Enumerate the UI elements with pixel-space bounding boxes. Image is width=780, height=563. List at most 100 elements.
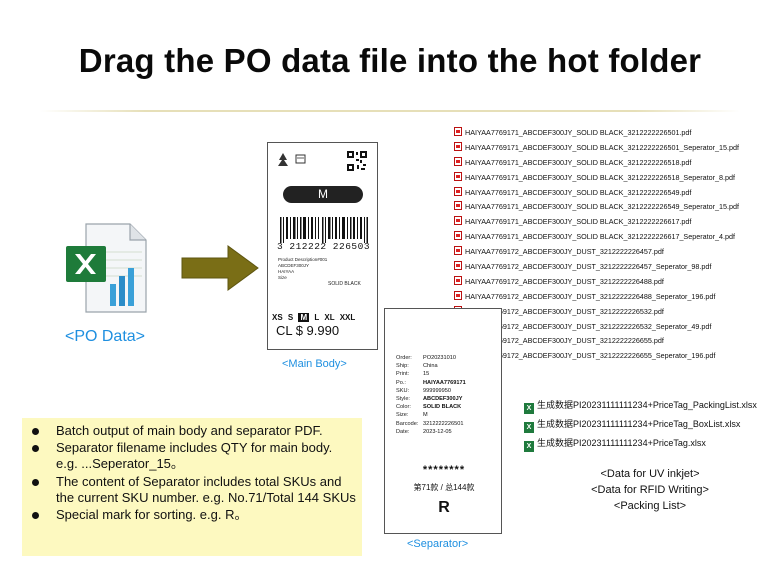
field-key: Print:: [396, 371, 410, 378]
separator-field: Barcode:3212222226501: [396, 420, 466, 428]
size-option: XL: [324, 313, 335, 322]
field-key: Style:: [396, 396, 410, 403]
separator-field: SKU: 999999950: [396, 387, 466, 395]
file-row[interactable]: HAIYAA7769171_ABCDEF300JY_SOLID BLACK_32…: [454, 126, 772, 141]
file-row[interactable]: HAIYAA7769171_ABCDEF300JY_SOLID BLACK_32…: [454, 171, 772, 186]
field-value: 3212222226501: [423, 420, 464, 427]
file-row[interactable]: HAIYAA7769172_ABCDEF300JY_DUST_321222222…: [454, 290, 772, 305]
excel-file-icon[interactable]: [64, 222, 148, 314]
file-name: 生成数据PI20231111111234+PriceTag_BoxList.xl…: [537, 419, 741, 429]
field-value: SOLID BLACK: [423, 404, 462, 411]
field-key: Ship:: [396, 363, 409, 370]
separator-field: Size:M: [396, 411, 466, 419]
file-name: HAIYAA7769172_ABCDEF300JY_DUST_321222222…: [465, 247, 664, 257]
pdf-file-icon: [454, 261, 462, 271]
file-row[interactable]: HAIYAA7769172_ABCDEF300JY_DUST_321222222…: [454, 260, 772, 275]
file-name: HAIYAA7769171_ABCDEF300JY_SOLID BLACK_32…: [465, 142, 739, 152]
field-value: 15: [423, 371, 430, 378]
separator-field: Ship: China: [396, 362, 466, 370]
pdf-file-icon: [454, 246, 462, 256]
main-body-label: M 3 212222 226503 Product Description#00…: [267, 142, 378, 350]
file-row[interactable]: HAIYAA7769171_ABCDEF300JY_SOLID BLACK_32…: [454, 230, 772, 245]
field-value: 999999950: [423, 387, 451, 394]
separator-caption: <Separator>: [407, 538, 469, 550]
field-value: China: [423, 363, 438, 370]
product-line-2: ABCDEF300JY: [278, 263, 310, 268]
size-option: XS: [272, 313, 283, 322]
file-row[interactable]: HAIYAA7769171_ABCDEF300JY_SOLID BLACK_32…: [454, 141, 772, 156]
note-item: Batch output of main body and separator …: [32, 423, 356, 439]
file-name: HAIYAA7769171_ABCDEF300JY_SOLID BLACK_32…: [465, 232, 735, 242]
size-option: XXL: [339, 313, 356, 322]
field-key: Order:: [396, 355, 412, 361]
file-name: HAIYAA7769172_ABCDEF300JY_DUST_321222222…: [465, 276, 664, 286]
file-name: HAIYAA7769172_ABCDEF300JY_DUST_321222222…: [465, 336, 664, 346]
file-row[interactable]: HAIYAA7769171_ABCDEF300JY_SOLID BLACK_32…: [454, 215, 772, 230]
separator-field: Print: 15: [396, 370, 466, 378]
pdf-file-icon: [454, 141, 462, 151]
file-name: HAIYAA7769171_ABCDEF300JY_SOLID BLACK_32…: [465, 187, 692, 197]
title-divider: [40, 110, 740, 112]
size-badge: M: [283, 186, 363, 203]
note-item: Special mark for sorting. e.g. R。: [32, 507, 356, 523]
caption-rfid-writing: <Data for RFID Writing>: [591, 484, 709, 496]
field-value: HAIYAA7769171: [423, 379, 466, 386]
pdf-file-icon: [454, 201, 462, 211]
pdf-file-icon: [454, 290, 462, 300]
excel-file-icon: X: [524, 441, 534, 452]
field-key: Color:: [396, 404, 411, 411]
field-value: ABCDEF300JY: [423, 396, 463, 403]
field-key: Po.:: [396, 379, 406, 386]
pdf-file-icon: [454, 171, 462, 181]
product-line-4: Size: [278, 275, 287, 280]
size-option-selected: M: [298, 313, 310, 322]
caption-uv-inkjet: <Data for UV inkjet>: [600, 468, 700, 480]
fsc-logo-icon: [278, 153, 306, 166]
pdf-file-icon: [454, 156, 462, 166]
excel-file-icon: X: [524, 403, 534, 414]
file-row[interactable]: HAIYAA7769171_ABCDEF300JY_SOLID BLACK_32…: [454, 186, 772, 201]
separator-field: Style: ABCDEF300JY: [396, 395, 466, 403]
barcode-number: 3 212222 226503: [277, 241, 371, 252]
file-name: HAIYAA7769171_ABCDEF300JY_SOLID BLACK_32…: [465, 202, 739, 212]
sort-mark: R: [438, 499, 450, 516]
note-item: The content of Separator includes total …: [32, 474, 356, 506]
pdf-file-icon: [454, 216, 462, 226]
page-title: Drag the PO data file into the hot folde…: [78, 42, 702, 79]
file-name: HAIYAA7769172_ABCDEF300JY_DUST_321222222…: [465, 291, 716, 301]
qr-code-icon: [346, 150, 368, 172]
file-name: HAIYAA7769172_ABCDEF300JY_DUST_321222222…: [465, 321, 712, 331]
file-name: HAIYAA7769171_ABCDEF300JY_SOLID BLACK_32…: [465, 128, 692, 137]
file-name: HAIYAA7769172_ABCDEF300JY_DUST_321222222…: [465, 351, 716, 361]
arrow-right-icon: [181, 245, 259, 291]
separator-field: Order: PO20231010: [396, 354, 466, 362]
pdf-file-icon: [454, 231, 462, 241]
note-item: Separator filename includes QTY for main…: [32, 440, 356, 472]
pdf-file-icon: [454, 275, 462, 285]
field-key: Date:: [396, 428, 410, 435]
file-row[interactable]: HAIYAA7769171_ABCDEF300JY_SOLID BLACK_32…: [454, 200, 772, 215]
file-row[interactable]: HAIYAA7769172_ABCDEF300JY_DUST_321222222…: [454, 245, 772, 260]
separator-field: Po.: HAIYAA7769171: [396, 379, 466, 387]
product-line-1: Product Description#001: [278, 257, 328, 262]
separator-stars: ********: [422, 464, 466, 476]
separator-field: Color: SOLID BLACK: [396, 403, 466, 411]
file-name: HAIYAA7769171_ABCDEF300JY_SOLID BLACK_32…: [465, 157, 692, 167]
field-value: M: [423, 412, 428, 419]
data-captions: <Data for UV inkjet> <Data for RFID Writ…: [570, 466, 730, 514]
file-row[interactable]: HAIYAA7769171_ABCDEF300JY_SOLID BLACK_32…: [454, 156, 772, 171]
po-data-label: <PO Data>: [64, 328, 146, 345]
file-name: HAIYAA7769171_ABCDEF300JY_SOLID BLACK_32…: [465, 172, 735, 182]
file-row[interactable]: HAIYAA7769172_ABCDEF300JY_DUST_321222222…: [454, 275, 772, 290]
field-value: PO20231010: [423, 355, 456, 361]
price-value: $ 9.990: [295, 323, 340, 338]
pdf-file-icon: [454, 186, 462, 196]
notes-box: Batch output of main body and separator …: [22, 418, 362, 556]
file-name: HAIYAA7769171_ABCDEF300JY_SOLID BLACK_32…: [465, 217, 692, 227]
field-key: SKU:: [396, 387, 410, 394]
file-name: 生成数据PI20231111111234+PriceTag_PackingLis…: [537, 400, 757, 410]
